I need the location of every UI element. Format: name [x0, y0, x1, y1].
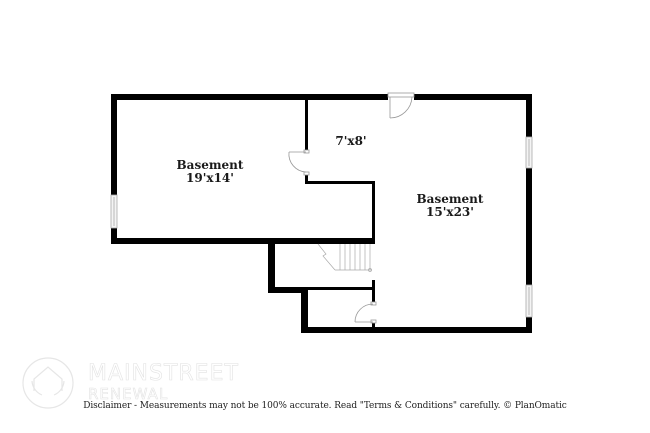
room-name: Basement: [416, 192, 484, 206]
watermark-logo: MAINSTREET RENEWAL: [20, 355, 260, 415]
doors: [288, 92, 415, 324]
house-circle-logo-icon: [22, 357, 74, 409]
watermark-brand-line1: MAINSTREET: [88, 361, 239, 387]
room-label-basement-right: Basement 15'x23': [400, 193, 500, 219]
stairs: [317, 243, 372, 272]
watermark-brand-line2: RENEWAL: [88, 385, 169, 404]
room-dimensions: 19'x14': [186, 171, 234, 185]
door-top: [387, 92, 415, 119]
walls: [111, 94, 532, 333]
window-right-lower: [525, 284, 533, 318]
room-label-basement-left: Basement 19'x14': [160, 159, 260, 185]
room-dimensions: 15'x23': [426, 205, 474, 219]
disclaimer-text: Disclaimer - Measurements may not be 100…: [83, 401, 567, 411]
window-left: [110, 194, 118, 229]
windows: [110, 136, 533, 318]
window-right-upper: [525, 136, 533, 169]
door-bottom-closet: [354, 301, 377, 324]
room-label-7x8: 7'x8': [326, 135, 376, 148]
door-left-room: [288, 149, 310, 176]
room-name: Basement: [176, 158, 244, 172]
room-dimensions: 7'x8': [335, 134, 367, 148]
